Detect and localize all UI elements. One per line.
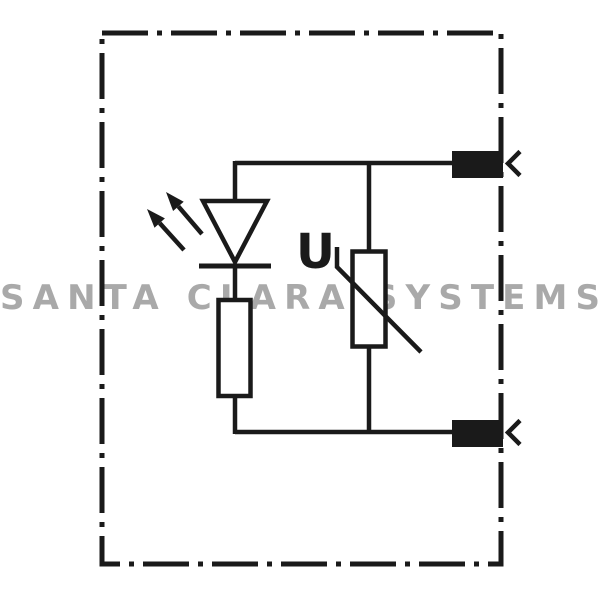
varistor-diagonal-stroke	[334, 247, 423, 354]
terminals	[452, 149, 522, 447]
arrow-head-lower	[147, 209, 165, 228]
watermark-text: SANTA CLARA SYSTEMS	[0, 278, 600, 318]
resistor-symbol	[216, 297, 253, 399]
led-emission-arrows	[147, 192, 204, 252]
terminal-bottom	[452, 420, 503, 447]
voltage-label: U	[296, 224, 335, 280]
terminal-top-chevron-icon	[504, 149, 522, 178]
arrow-head-upper	[166, 192, 184, 211]
led-symbol	[147, 192, 271, 269]
arrow-shaft-upper	[176, 204, 204, 236]
terminal-top	[452, 151, 503, 178]
circuit-wiring	[232, 160, 452, 435]
terminal-bottom-chevron-icon	[504, 418, 522, 447]
enclosure-boundary	[99, 30, 504, 567]
arrow-shaft-lower	[158, 221, 186, 252]
varistor-symbol: U	[296, 224, 423, 354]
led-triangle	[199, 198, 271, 267]
